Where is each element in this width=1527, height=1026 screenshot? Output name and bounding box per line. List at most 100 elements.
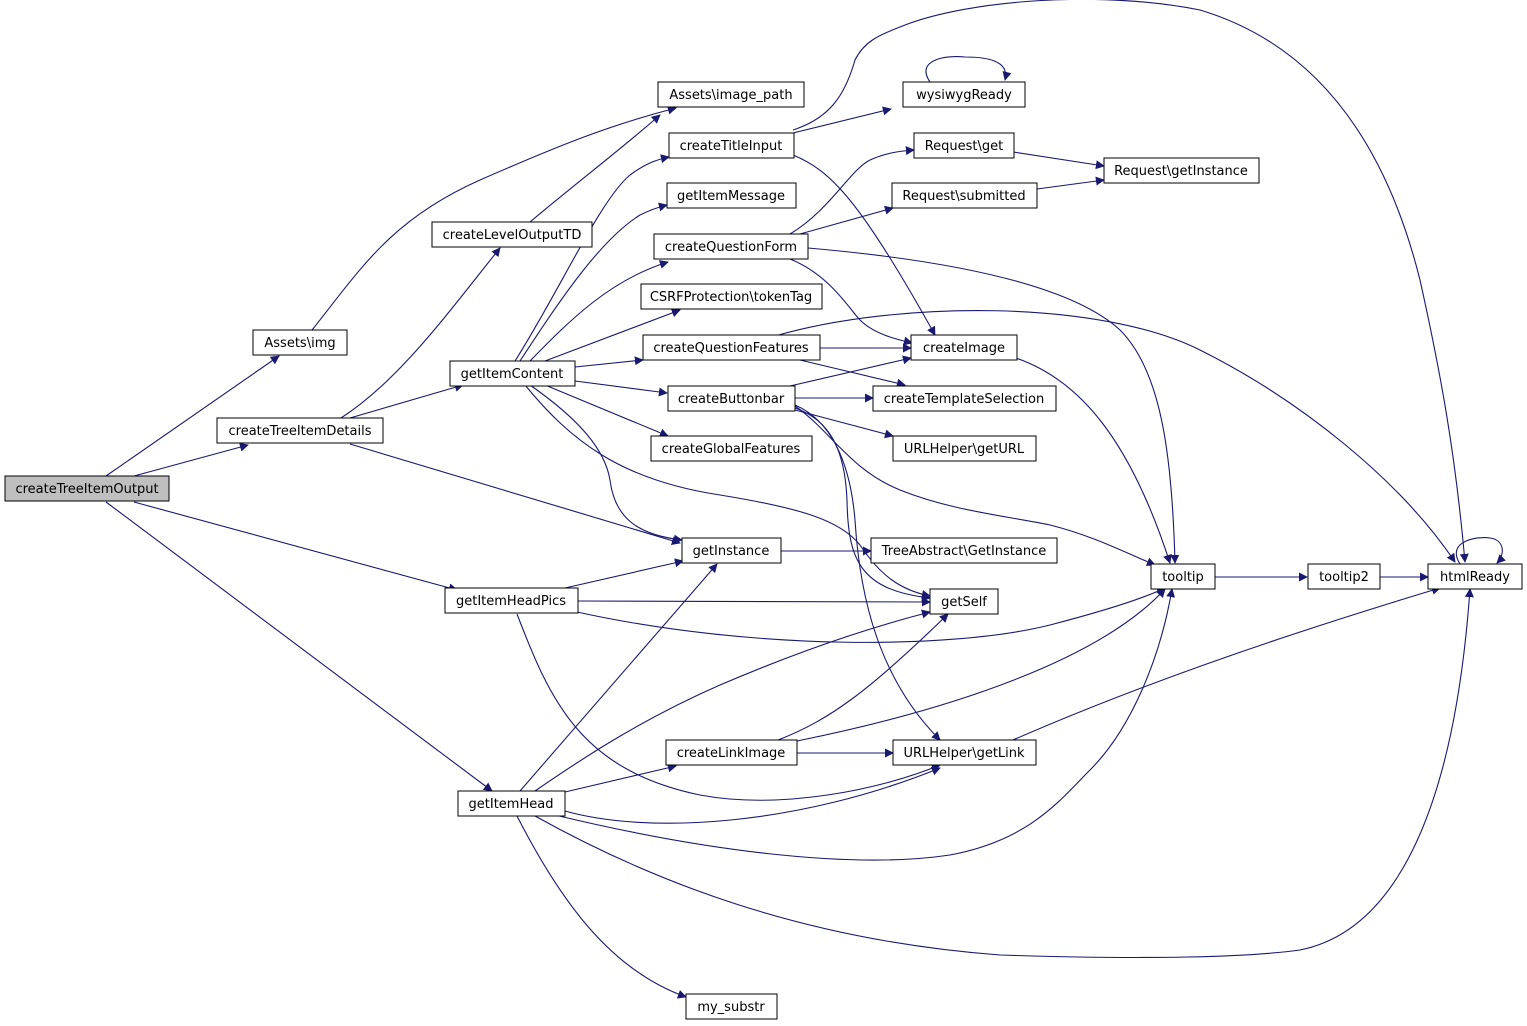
node-label: Request\get: [925, 139, 1004, 154]
edge-Request-get-to-Request-getInstance: [1012, 151, 1105, 170]
node-label: createQuestionFeatures: [653, 341, 809, 356]
node-label: getInstance: [693, 544, 770, 559]
edge-getItemHead-to-getInstance: [519, 563, 718, 792]
node-getInstance[interactable]: getInstance: [681, 537, 782, 564]
nodes-layer: createTreeItemOutput Assets\img createTr…: [4, 81, 1523, 1020]
edge-createQuestionForm-to-createImage: [789, 258, 913, 346]
node-URLHelper-getLink[interactable]: URLHelper\getLink: [892, 739, 1037, 766]
node-createLevelOutputTD[interactable]: createLevelOutputTD: [431, 221, 593, 248]
node-createImage[interactable]: createImage: [910, 334, 1018, 361]
edges-layer: [105, 0, 1506, 999]
edge-createButtonbar-to-createImage: [789, 355, 912, 387]
node-label: getItemContent: [461, 367, 564, 382]
node-Request-get[interactable]: Request\get: [913, 132, 1015, 159]
node-tooltip2[interactable]: tooltip2: [1307, 563, 1381, 590]
edge-Request-submitted-to-Request-getInstance: [1036, 176, 1105, 190]
edge-createTreeItemOutput-to-getItemHeadPics: [133, 501, 458, 593]
node-createTemplateSelection[interactable]: createTemplateSelection: [872, 385, 1057, 412]
node-label: getItemHeadPics: [456, 594, 566, 609]
edge-createQuestionForm-to-Request-get: [789, 146, 915, 235]
node-createQuestionForm[interactable]: createQuestionForm: [653, 233, 809, 260]
edge-createLinkImage-to-tooltip: [796, 588, 1166, 742]
node-label: URLHelper\getURL: [904, 442, 1025, 457]
node-getItemHeadPics[interactable]: getItemHeadPics: [444, 587, 579, 614]
node-label: createTreeItemOutput: [15, 482, 158, 497]
edge-createTitleInput-to-createImage: [792, 154, 936, 336]
node-Request-getInstance[interactable]: Request\getInstance: [1103, 157, 1260, 184]
node-label: tooltip: [1162, 570, 1204, 585]
node-createLinkImage[interactable]: createLinkImage: [665, 739, 798, 766]
edge-getItemHead-to-getSelf: [534, 609, 931, 792]
edge-Assets-img-to-Assets-image-path: [311, 105, 677, 331]
edge-getItemHead-to-URLHelper-getLink: [564, 766, 941, 824]
node-htmlReady[interactable]: htmlReady: [1427, 563, 1523, 590]
node-label: createTitleInput: [680, 139, 783, 154]
node-label: URLHelper\getLink: [903, 746, 1025, 761]
edge-getItemHeadPics-to-tooltip: [576, 587, 1166, 643]
node-createButtonbar[interactable]: createButtonbar: [667, 385, 796, 412]
node-label: createLevelOutputTD: [443, 228, 582, 243]
node-label: createTreeItemDetails: [228, 424, 371, 439]
node-label: createLinkImage: [677, 746, 786, 761]
node-TreeAbstract-GetInstance[interactable]: TreeAbstract\GetInstance: [870, 537, 1058, 564]
edge-getItemContent-to-createTitleInput: [514, 154, 670, 362]
node-Assets-image-path[interactable]: Assets\image_path: [657, 81, 805, 108]
edge-URLHelper-getLink-to-htmlReady: [1012, 586, 1441, 741]
edge-getItemContent-to-CSRFProtection-tokenTag: [544, 308, 681, 362]
edge-getItemHead-to-createLinkImage: [564, 763, 677, 793]
node-label: Request\submitted: [902, 189, 1025, 204]
node-label: createButtonbar: [678, 392, 785, 407]
edge-createQuestionFeatures-to-htmlReady: [774, 309, 1456, 563]
node-label: Assets\img: [264, 336, 335, 351]
node-my-substr[interactable]: my_substr: [685, 993, 778, 1020]
node-createGlobalFeatures[interactable]: createGlobalFeatures: [650, 435, 813, 462]
node-wysiwygReady[interactable]: wysiwygReady: [902, 81, 1026, 108]
node-label: TreeAbstract\GetInstance: [881, 544, 1047, 559]
edge-createTreeItemDetails-to-createLevelOutputTD: [340, 247, 501, 419]
edge-getItemContent-to-getItemMessage: [519, 202, 668, 362]
edge-createLevelOutputTD-to-Assets-image-path: [529, 114, 661, 223]
edge-getItemContent-to-createQuestionForm: [529, 260, 669, 362]
node-createTitleInput[interactable]: createTitleInput: [668, 132, 795, 159]
node-label: createImage: [923, 341, 1005, 356]
edge-getItemHeadPics-to-URLHelper-getLink: [516, 613, 941, 801]
node-getItemHead[interactable]: getItemHead: [457, 790, 566, 817]
node-label: getSelf: [941, 595, 987, 610]
node-getItemMessage[interactable]: getItemMessage: [666, 182, 797, 209]
node-label: createGlobalFeatures: [662, 442, 801, 457]
edge-getItemContent-to-createGlobalFeatures: [544, 384, 669, 438]
node-Request-submitted[interactable]: Request\submitted: [891, 182, 1038, 209]
node-label: Assets\image_path: [669, 88, 792, 103]
edge-createButtonbar-to-tooltip: [794, 405, 1156, 566]
node-Assets-img[interactable]: Assets\img: [252, 329, 348, 356]
edge-createTreeItemDetails-to-getInstance: [349, 443, 681, 545]
node-label: createTemplateSelection: [884, 392, 1045, 407]
edge-getItemHead-to-htmlReady: [534, 588, 1474, 959]
node-URLHelper-getURL[interactable]: URLHelper\getURL: [892, 435, 1037, 462]
edge-createTitleInput-to-htmlReady: [792, 0, 1469, 563]
edge-wysiwygReady-self-loop: [925, 56, 1012, 83]
edge-createLinkImage-to-getSelf: [777, 613, 949, 741]
edge-createQuestionForm-to-tooltip: [807, 247, 1180, 564]
node-label: Request\getInstance: [1114, 164, 1248, 179]
node-getSelf[interactable]: getSelf: [929, 588, 999, 615]
node-createQuestionFeatures[interactable]: createQuestionFeatures: [642, 334, 821, 361]
node-createTreeItemDetails[interactable]: createTreeItemDetails: [216, 417, 384, 444]
edge-createQuestionFeatures-to-createTemplateSelection: [799, 359, 906, 388]
edge-getItemHead-to-tooltip: [554, 588, 1176, 861]
node-CSRFProtection-tokenTag[interactable]: CSRFProtection\tokenTag: [640, 283, 823, 310]
node-createTreeItemOutput[interactable]: createTreeItemOutput: [4, 475, 170, 502]
node-label: createQuestionForm: [665, 240, 797, 255]
edge-createTreeItemOutput-to-Assets-img: [105, 355, 280, 477]
edge-createTreeItemOutput-to-createTreeItemDetails: [133, 442, 249, 477]
node-label: tooltip2: [1319, 570, 1369, 585]
edge-getItemContent-to-getSelf: [524, 384, 931, 599]
node-label: getItemHead: [469, 797, 554, 812]
edge-createImage-to-tooltip: [1015, 357, 1172, 564]
edge-htmlReady-self-loop: [1456, 537, 1506, 565]
node-label: CSRFProtection\tokenTag: [650, 290, 812, 305]
node-getItemContent[interactable]: getItemContent: [449, 360, 576, 387]
node-tooltip[interactable]: tooltip: [1150, 563, 1216, 590]
node-label: getItemMessage: [677, 189, 785, 204]
